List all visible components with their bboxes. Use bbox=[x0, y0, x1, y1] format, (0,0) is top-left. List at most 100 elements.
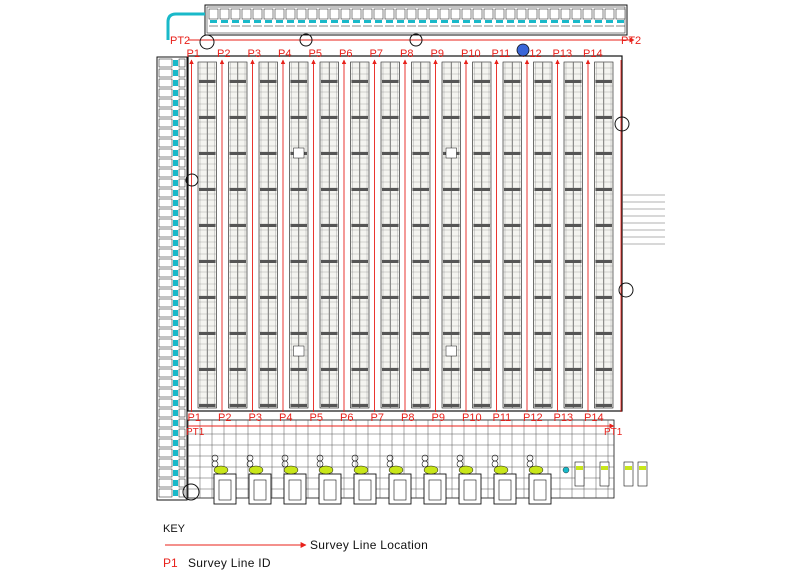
top-strip-cyan bbox=[496, 20, 503, 23]
top-strip-cell bbox=[505, 8, 516, 20]
survey-line-label-top: P3 bbox=[248, 48, 261, 60]
machine-head bbox=[353, 465, 369, 475]
rack-section-band bbox=[504, 80, 521, 83]
machine-valve bbox=[526, 460, 534, 468]
left-strip-cell bbox=[158, 438, 173, 448]
left-strip-cell bbox=[158, 388, 173, 398]
left-strip-cyan bbox=[173, 320, 178, 326]
rack-section-band bbox=[321, 260, 338, 263]
top-strip-cell bbox=[252, 8, 263, 20]
machine-body bbox=[353, 473, 377, 505]
machine-valve bbox=[456, 460, 464, 468]
marker-circle bbox=[185, 173, 199, 187]
rack-section-band bbox=[290, 332, 307, 335]
machine-valve bbox=[491, 460, 499, 468]
machine-head bbox=[458, 465, 474, 475]
rack-section-band bbox=[595, 116, 612, 119]
rack-section-band bbox=[260, 152, 277, 155]
aux-unit bbox=[574, 461, 585, 487]
rack-section-band bbox=[443, 224, 460, 227]
rack-section-band bbox=[199, 116, 216, 119]
rack-section-band bbox=[321, 152, 338, 155]
left-strip-box bbox=[178, 268, 186, 278]
survey-line-label-bottom: P6 bbox=[340, 412, 353, 424]
rack-section-band bbox=[260, 116, 277, 119]
left-strip-cyan bbox=[173, 200, 178, 206]
machine-body bbox=[318, 473, 342, 505]
left-strip-cyan bbox=[173, 410, 178, 416]
rack-section-band bbox=[473, 296, 490, 299]
rack-section-band bbox=[565, 188, 582, 191]
machine-valve bbox=[211, 460, 219, 468]
key-title: KEY bbox=[163, 523, 186, 535]
top-strip-cell bbox=[560, 8, 571, 20]
left-strip-box bbox=[178, 388, 186, 398]
pt1-label-right: PT1 bbox=[604, 427, 623, 438]
top-strip-cell bbox=[340, 8, 351, 20]
left-strip-cyan bbox=[173, 110, 178, 116]
left-strip-cyan bbox=[173, 190, 178, 196]
machine-inner bbox=[428, 479, 442, 501]
survey-line-label-top: P1 bbox=[187, 48, 200, 60]
machine-head bbox=[318, 465, 334, 475]
survey-line-label-top: P4 bbox=[278, 48, 291, 60]
marker-circle-blue bbox=[516, 43, 530, 57]
left-strip-cyan bbox=[173, 250, 178, 256]
rack-section-band bbox=[382, 404, 399, 407]
rack-section-band bbox=[504, 368, 521, 371]
rack-section-band bbox=[504, 188, 521, 191]
rack-section-band bbox=[565, 116, 582, 119]
top-strip-cell bbox=[428, 8, 439, 20]
rack-section-band bbox=[382, 332, 399, 335]
rack-section-band bbox=[199, 296, 216, 299]
aux-unit bbox=[623, 461, 634, 487]
left-strip-box bbox=[178, 478, 186, 488]
rack-section-band bbox=[473, 188, 490, 191]
left-strip-cell bbox=[158, 218, 173, 228]
left-strip-cyan bbox=[173, 220, 178, 226]
left-strip-cell bbox=[158, 268, 173, 278]
machine-inner bbox=[323, 479, 337, 501]
left-strip-cyan bbox=[173, 360, 178, 366]
top-strip-cell bbox=[395, 8, 406, 20]
top-strip-cell bbox=[527, 8, 538, 20]
rack-section-band bbox=[229, 260, 246, 263]
left-strip-cell bbox=[158, 178, 173, 188]
left-strip-box bbox=[178, 308, 186, 318]
left-strip-box bbox=[178, 378, 186, 388]
rack-section-band bbox=[473, 116, 490, 119]
left-strip-cyan bbox=[173, 330, 178, 336]
rack-section-band bbox=[504, 296, 521, 299]
rack-section-band bbox=[443, 332, 460, 335]
rack-section-band bbox=[595, 152, 612, 155]
survey-line-label-top: P9 bbox=[431, 48, 444, 60]
rack-section-band bbox=[565, 332, 582, 335]
top-strip-cyan bbox=[474, 20, 481, 23]
rack-section-band bbox=[382, 116, 399, 119]
left-strip-box bbox=[178, 338, 186, 348]
machine-valve bbox=[316, 460, 324, 468]
machine-body bbox=[388, 473, 412, 505]
top-strip-cyan bbox=[562, 20, 569, 23]
left-strip-cyan bbox=[173, 80, 178, 86]
rack-section-band bbox=[443, 80, 460, 83]
rack-section-band bbox=[351, 332, 368, 335]
rack-cross-aisle bbox=[445, 345, 457, 357]
left-strip-cell bbox=[158, 228, 173, 238]
left-strip-cell bbox=[158, 258, 173, 268]
rack-section-band bbox=[290, 224, 307, 227]
top-strip-cyan bbox=[584, 20, 591, 23]
rack-section-band bbox=[321, 80, 338, 83]
machine-inner bbox=[498, 479, 512, 501]
left-strip-box bbox=[178, 218, 186, 228]
top-strip-cyan bbox=[342, 20, 349, 23]
rack-section-band bbox=[595, 332, 612, 335]
left-strip-cyan bbox=[173, 100, 178, 106]
top-strip-cyan bbox=[397, 20, 404, 23]
aux-unit-light bbox=[576, 466, 583, 470]
rack-section-band bbox=[412, 80, 429, 83]
rack-section-band bbox=[321, 368, 338, 371]
top-strip-cell bbox=[296, 8, 307, 20]
left-strip-box bbox=[178, 458, 186, 468]
left-strip-cell bbox=[158, 418, 173, 428]
